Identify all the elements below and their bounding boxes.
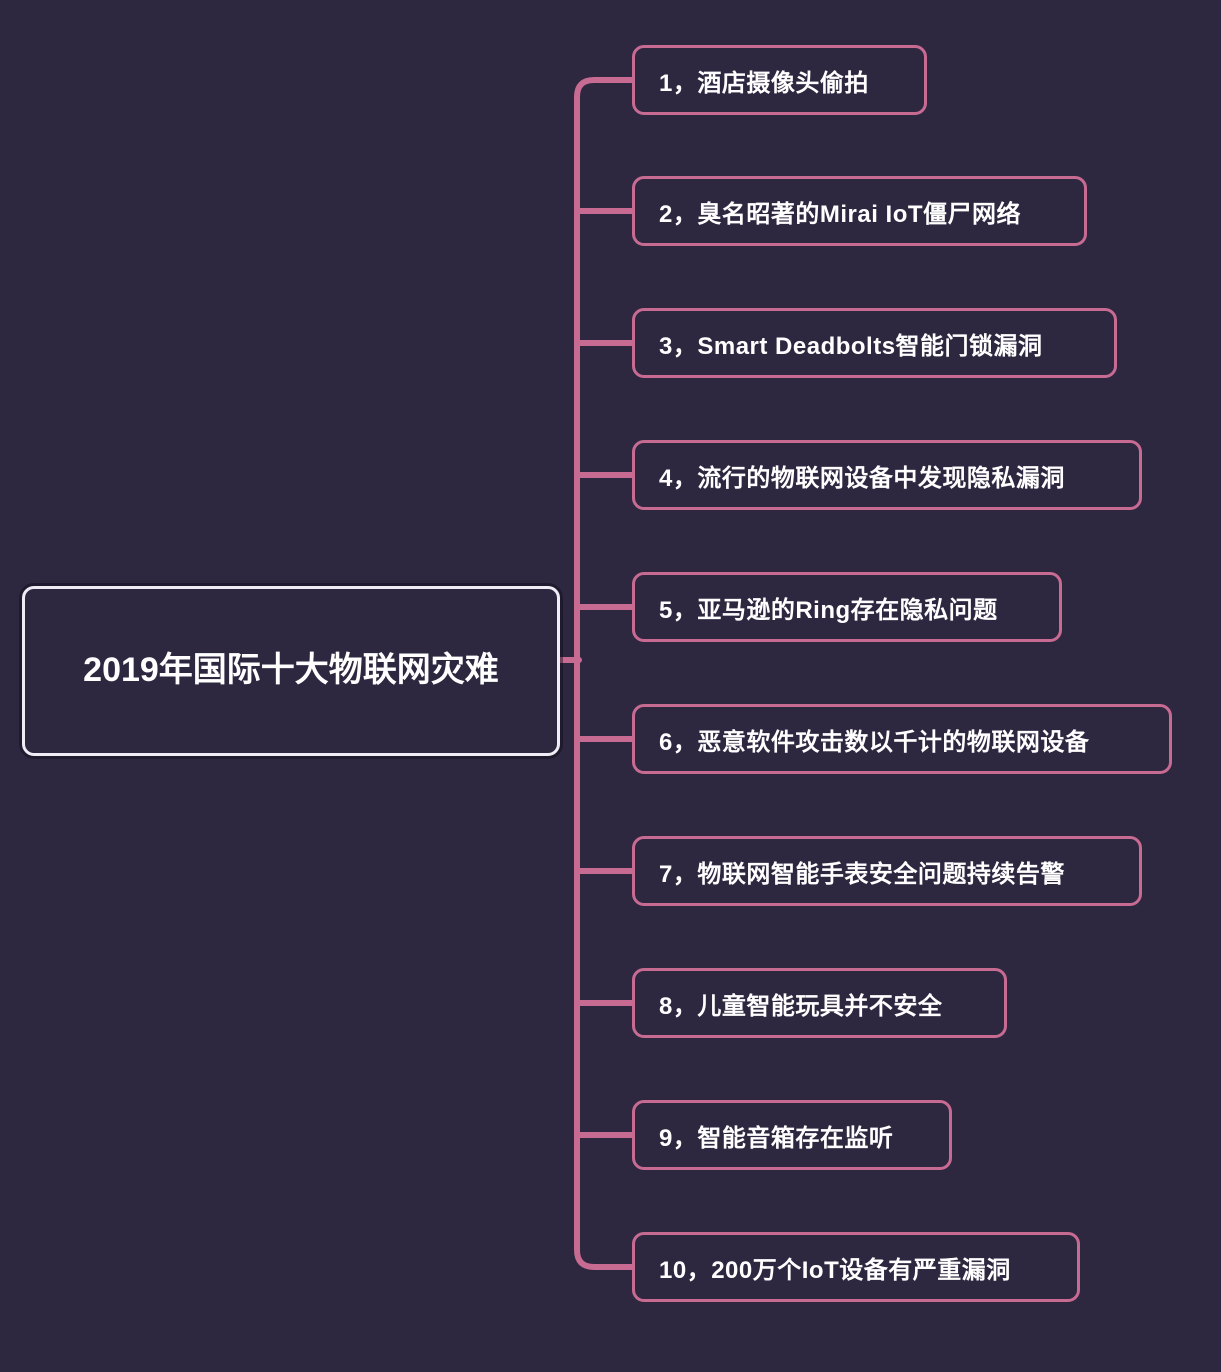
branch-node-4[interactable]: 4，流行的物联网设备中发现隐私漏洞 — [632, 440, 1142, 510]
branch-node-label: 4，流行的物联网设备中发现隐私漏洞 — [659, 464, 1065, 492]
branch-node-label: 3，Smart Deadbolts智能门锁漏洞 — [659, 332, 1043, 360]
branch-node-8[interactable]: 8，儿童智能玩具并不安全 — [632, 968, 1007, 1038]
branch-node-9[interactable]: 9，智能音箱存在监听 — [632, 1100, 952, 1170]
branch-node-label: 10，200万个IoT设备有严重漏洞 — [659, 1256, 1011, 1284]
branch-node-1[interactable]: 1，酒店摄像头偷拍 — [632, 45, 927, 115]
root-node[interactable]: 2019年国际十大物联网灾难 — [22, 586, 560, 756]
branch-node-10[interactable]: 10，200万个IoT设备有严重漏洞 — [632, 1232, 1080, 1302]
branch-node-5[interactable]: 5，亚马逊的Ring存在隐私问题 — [632, 572, 1062, 642]
branch-node-label: 8，儿童智能玩具并不安全 — [659, 992, 943, 1020]
branch-node-6[interactable]: 6，恶意软件攻击数以千计的物联网设备 — [632, 704, 1172, 774]
branch-node-label: 2，臭名昭著的Mirai IoT僵尸网络 — [659, 200, 1022, 228]
branch-node-label: 5，亚马逊的Ring存在隐私问题 — [659, 596, 998, 624]
branch-node-label: 6，恶意软件攻击数以千计的物联网设备 — [659, 728, 1090, 756]
root-node-label: 2019年国际十大物联网灾难 — [83, 651, 499, 690]
branch-node-label: 9，智能音箱存在监听 — [659, 1124, 894, 1152]
branch-node-7[interactable]: 7，物联网智能手表安全问题持续告警 — [632, 836, 1142, 906]
branch-node-label: 1，酒店摄像头偷拍 — [659, 69, 869, 97]
branch-node-label: 7，物联网智能手表安全问题持续告警 — [659, 860, 1065, 888]
branch-node-2[interactable]: 2，臭名昭著的Mirai IoT僵尸网络 — [632, 176, 1087, 246]
branch-node-3[interactable]: 3，Smart Deadbolts智能门锁漏洞 — [632, 308, 1117, 378]
